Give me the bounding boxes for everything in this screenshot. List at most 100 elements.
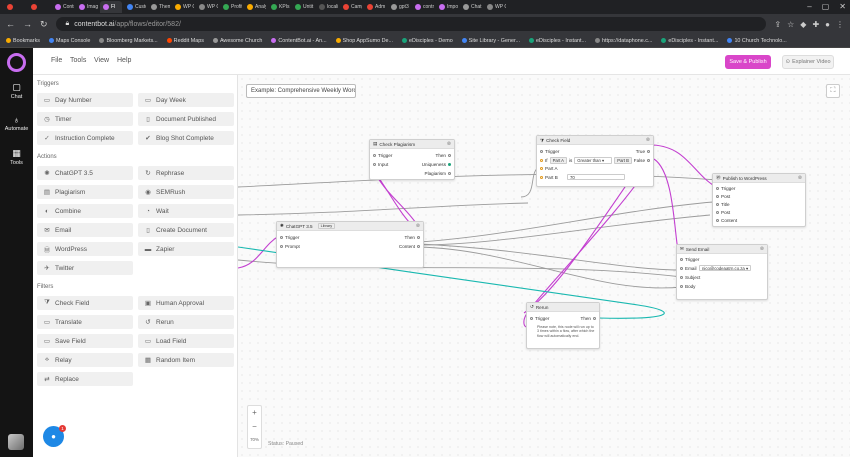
menu-tools[interactable]: Tools bbox=[70, 57, 87, 64]
node-input-prompt[interactable]: Prompt bbox=[280, 244, 300, 249]
palette-item-timer[interactable]: ◷Timer bbox=[37, 112, 133, 126]
bookmark-item[interactable]: Reddit Maps bbox=[166, 38, 204, 44]
port-icon[interactable] bbox=[680, 267, 683, 270]
node-header[interactable]: Ⓦ Publish to WordPress ⊗ bbox=[713, 174, 805, 183]
chat-widget-button[interactable]: ● 1 bbox=[43, 425, 66, 447]
node-output-then[interactable]: Then bbox=[581, 316, 596, 321]
browser-tab[interactable]: Chat bbox=[460, 1, 482, 13]
browser-tab[interactable]: Impo bbox=[436, 1, 458, 13]
port-icon[interactable] bbox=[530, 317, 533, 320]
back-icon[interactable]: ← bbox=[6, 19, 15, 29]
close-icon[interactable]: ⊗ bbox=[415, 223, 420, 229]
bookmark-item[interactable]: Bookmarks bbox=[6, 38, 40, 44]
palette-item-chatgpt-3-5[interactable]: ✺ChatGPT 3.5 bbox=[37, 166, 133, 180]
palette-item-human-approval[interactable]: ▣Human Approval bbox=[138, 296, 234, 310]
browser-tab[interactable]: Them bbox=[148, 1, 170, 13]
port-icon[interactable] bbox=[716, 211, 719, 214]
port-icon[interactable] bbox=[716, 187, 719, 190]
browser-tab[interactable]: WP G bbox=[172, 1, 194, 13]
node-header[interactable]: ↺ Rerun bbox=[527, 303, 599, 312]
node-input-trigger[interactable]: Trigger bbox=[530, 316, 549, 321]
close-icon[interactable]: ⊗ bbox=[759, 246, 764, 252]
bookmark-item[interactable]: Shop AppSumo De... bbox=[335, 38, 393, 44]
node-input-part-a[interactable]: Part A bbox=[540, 166, 558, 171]
palette-item-day-week[interactable]: ▭Day Week bbox=[138, 93, 234, 107]
field-b-pill[interactable]: Part B bbox=[614, 157, 632, 164]
minimize-icon[interactable]: – bbox=[807, 2, 812, 11]
explainer-video-button[interactable]: ⊙ Explainer Video bbox=[782, 55, 834, 69]
node-rerun[interactable]: ↺ Rerun Trigger Then Please note, this n… bbox=[526, 302, 600, 349]
palette-item-blog-shot-complete[interactable]: ✔Blog Shot Complete bbox=[138, 131, 234, 145]
browser-tab[interactable]: Adm bbox=[364, 1, 386, 13]
maximize-icon[interactable]: ▢ bbox=[821, 2, 830, 11]
node-input-trigger[interactable]: Trigger bbox=[716, 186, 735, 191]
extension-icon[interactable]: ◆ bbox=[800, 19, 807, 29]
palette-item-relay[interactable]: ⟡Relay bbox=[37, 353, 133, 367]
node-input-input[interactable]: Input bbox=[373, 162, 388, 167]
port-icon[interactable] bbox=[373, 154, 376, 157]
bookmark-item[interactable]: Awesome Church bbox=[212, 38, 262, 44]
bookmark-item[interactable]: 10 Church Technolo... bbox=[727, 38, 787, 44]
node-input-trigger[interactable]: Trigger bbox=[540, 149, 559, 154]
bookmark-item[interactable]: Bloomberg Markets... bbox=[99, 38, 158, 44]
bookmark-item[interactable]: eDisciples - Instant... bbox=[528, 38, 586, 44]
url-input[interactable]: 🔒︎ contentbot.ai/app/flows/editor/582/ bbox=[55, 17, 767, 31]
palette-item-semrush[interactable]: ◉SEMRush bbox=[138, 185, 234, 199]
browser-tab[interactable] bbox=[28, 1, 50, 13]
browser-tab[interactable] bbox=[4, 1, 26, 13]
node-input-post[interactable]: Post bbox=[716, 194, 730, 199]
rail-item-automate[interactable]: ♁ Automate bbox=[0, 115, 33, 132]
node-input-part-b[interactable]: Part B bbox=[540, 175, 558, 180]
palette-item-rephrase[interactable]: ↻Rephrase bbox=[138, 166, 234, 180]
browser-tab[interactable]: locali bbox=[316, 1, 338, 13]
zoom-in-icon[interactable]: + bbox=[252, 408, 257, 417]
fullscreen-icon[interactable]: ⛶ bbox=[826, 84, 840, 98]
bookmark-item[interactable]: eDisciples - Demo bbox=[402, 38, 453, 44]
node-header[interactable]: ✉ Send Email ⊗ bbox=[677, 245, 767, 254]
node-output-then[interactable]: Then bbox=[405, 235, 420, 240]
port-icon[interactable] bbox=[448, 163, 451, 166]
port-icon[interactable] bbox=[280, 236, 283, 239]
zoom-out-icon[interactable]: − bbox=[252, 422, 257, 431]
node-check-plagiarism[interactable]: ▤ Check Plagiarism ⊗ Trigger Input Then … bbox=[369, 139, 455, 180]
browser-tab[interactable]: WP G bbox=[196, 1, 218, 13]
port-icon[interactable] bbox=[716, 203, 719, 206]
port-icon[interactable] bbox=[280, 245, 283, 248]
star-icon[interactable]: ☆ bbox=[787, 19, 795, 29]
email-select[interactable]: nico@codeaatrn.co.za ▾ bbox=[699, 265, 751, 271]
contentbot-logo-icon[interactable] bbox=[7, 53, 26, 72]
port-icon[interactable] bbox=[540, 176, 543, 179]
node-input-trigger[interactable]: Trigger bbox=[680, 257, 699, 262]
port-icon[interactable] bbox=[680, 258, 683, 261]
palette-item-load-field[interactable]: ▭Load Field bbox=[138, 334, 234, 348]
close-icon[interactable]: ⊗ bbox=[645, 137, 650, 143]
node-check-field[interactable]: ⧩ Check Field ⊗ Trigger If Part A is Gre… bbox=[536, 135, 654, 187]
palette-item-email[interactable]: ✉Email bbox=[37, 223, 133, 237]
node-output-content[interactable]: Content bbox=[399, 244, 420, 249]
rail-item-tools[interactable]: ▦ Tools bbox=[0, 148, 33, 166]
node-input-post-2[interactable]: Post bbox=[716, 210, 730, 215]
palette-item-day-number[interactable]: ▭Day Number bbox=[37, 93, 133, 107]
port-icon[interactable] bbox=[448, 154, 451, 157]
port-icon[interactable] bbox=[540, 150, 543, 153]
profile-icon[interactable]: ● bbox=[825, 19, 830, 29]
kebab-menu-icon[interactable]: ⋮ bbox=[836, 19, 844, 29]
node-publish-wordpress[interactable]: Ⓦ Publish to WordPress ⊗ Trigger Post Ti… bbox=[712, 173, 806, 227]
port-icon[interactable] bbox=[540, 167, 543, 170]
palette-item-translate[interactable]: ▭Translate bbox=[37, 315, 133, 329]
bookmark-item[interactable]: Site Library - Gener... bbox=[461, 38, 520, 44]
palette-item-check-field[interactable]: ⧩Check Field bbox=[37, 296, 133, 310]
port-icon[interactable] bbox=[716, 219, 719, 222]
browser-tab[interactable]: Analy bbox=[244, 1, 266, 13]
node-output-then[interactable]: Then bbox=[436, 153, 451, 158]
node-header[interactable]: ✺ ChatGPT 3.5 Library ⊗ bbox=[277, 222, 423, 231]
port-icon[interactable] bbox=[417, 236, 420, 239]
bookmark-item[interactable]: ContentBot.ai - An... bbox=[271, 38, 327, 44]
close-icon[interactable]: ⊗ bbox=[797, 175, 802, 181]
port-icon[interactable] bbox=[448, 172, 451, 175]
rail-item-chat[interactable]: ▢ Chat bbox=[0, 82, 33, 100]
operator-select[interactable]: Greater than ▾ bbox=[574, 157, 613, 164]
browser-tab[interactable]: Camp bbox=[340, 1, 362, 13]
palette-item-create-document[interactable]: ▯Create Document bbox=[138, 223, 234, 237]
